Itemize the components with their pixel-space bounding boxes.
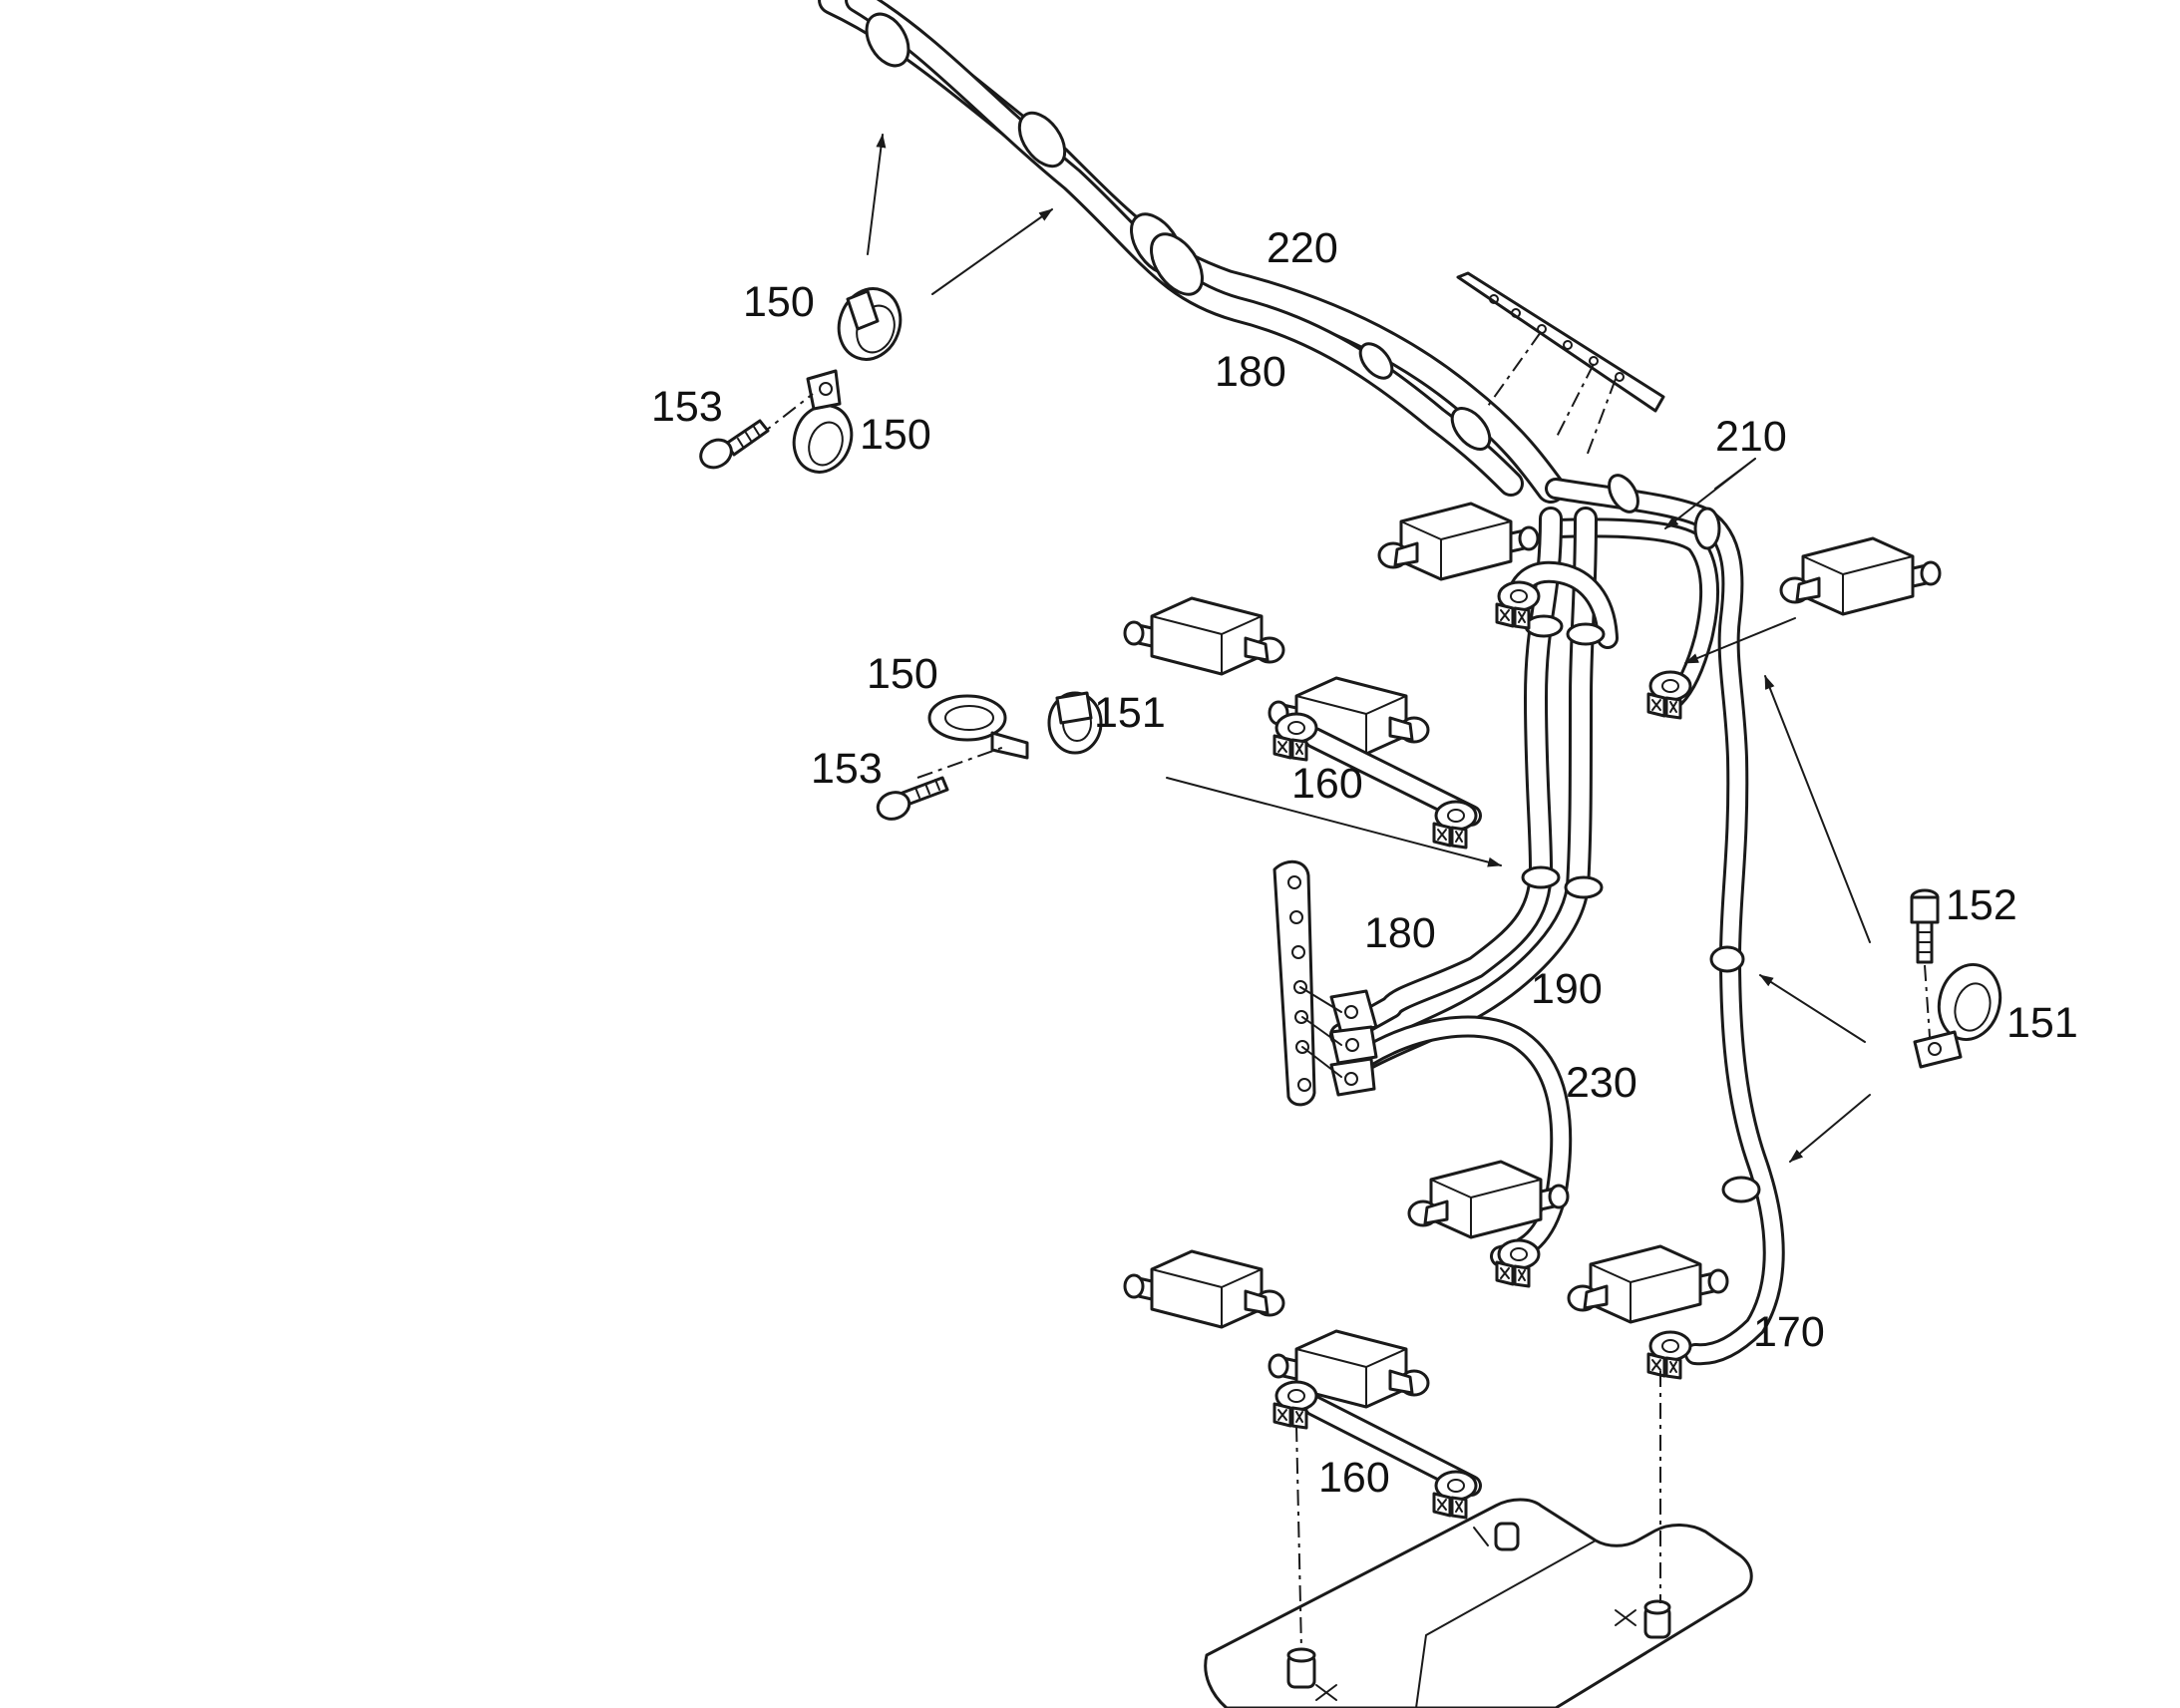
busbar-vertical: [1272, 859, 1378, 1107]
cable-230: [1355, 1015, 1573, 1267]
callout-150-top: 150: [743, 278, 815, 326]
p-clamp-150-upper: [757, 369, 854, 474]
callout-151-right: 151: [2006, 999, 2078, 1047]
callout-153-middle: 153: [811, 745, 883, 793]
assembly-lines-battery: [1295, 1371, 1661, 1651]
bolt-153-middle: [876, 776, 949, 821]
callout-153-top: 153: [651, 383, 723, 431]
clamp-part-150-top: [837, 287, 903, 361]
mounting-bar-upper: [1456, 271, 1665, 460]
callout-151-middle: 151: [1094, 689, 1166, 737]
terminal-cover-8: [1567, 1244, 1729, 1324]
bolt-152: [1910, 888, 1940, 964]
jumper-cable-160-lower: [1272, 1380, 1482, 1520]
callout-160-upper: 160: [1291, 760, 1363, 808]
terminal-clamp-2: [1646, 670, 1692, 720]
leader-210: [1714, 458, 1756, 490]
callout-150-middle: 150: [867, 650, 938, 698]
p-clamp-150-middle: [916, 694, 1029, 779]
p-clamp-151-right: [1913, 962, 2002, 1069]
jumper-cable-160-upper: [1272, 712, 1482, 850]
callout-150-second: 150: [860, 411, 931, 459]
terminal-clamp-3: [1495, 1238, 1541, 1288]
assembly-arrows: [867, 134, 1871, 1163]
cable-210-170: [1545, 474, 1785, 1366]
callout-180-top: 180: [1215, 348, 1286, 396]
terminal-clamp-4: [1646, 1330, 1692, 1380]
clamp-part-151-middle: [1047, 691, 1103, 755]
harness-grommets: [865, 12, 1492, 451]
callout-160-lower: 160: [1318, 1454, 1390, 1502]
cable-harness-220: [818, 0, 1566, 504]
callout-170: 170: [1753, 1308, 1825, 1356]
callout-230: 230: [1566, 1059, 1637, 1107]
terminal-cover-6: [1123, 1249, 1285, 1329]
callout-220: 220: [1267, 224, 1338, 272]
terminal-cover-2: [1123, 596, 1285, 676]
terminal-cover-1: [1377, 502, 1540, 581]
terminal-cover-4: [1779, 536, 1942, 616]
callout-152: 152: [1946, 881, 2017, 929]
callout-190: 190: [1531, 965, 1603, 1013]
battery: [1204, 1498, 1753, 1708]
callout-labels: 220 180 150 153 150 210 150 151 153 160 …: [651, 224, 2078, 1502]
callout-210: 210: [1715, 413, 1787, 461]
callout-180-middle: 180: [1364, 909, 1436, 957]
bolt-153-upper: [699, 419, 770, 470]
